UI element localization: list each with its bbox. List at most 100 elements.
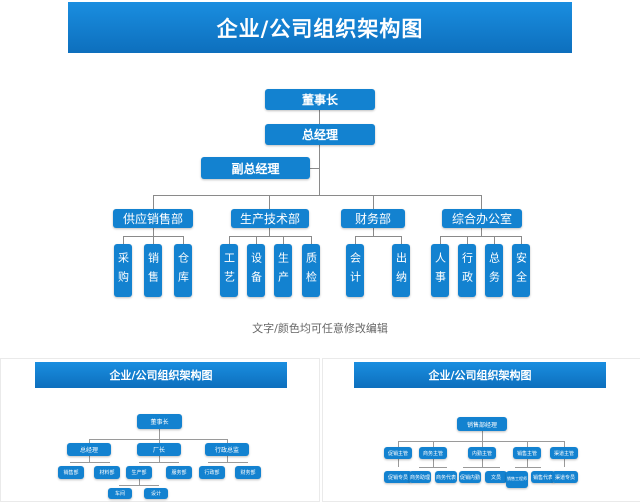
thumb-right-supervisor: 渠道主管 [550,447,578,459]
connector [398,441,564,442]
connector [159,456,160,462]
unit-label: 行政 [460,251,474,290]
connector [208,462,248,463]
chairman-label: 董事长 [301,93,338,107]
unit-label: 总务 [487,251,501,290]
node-label: 渠道主管 [553,450,574,457]
thumbnail-left[interactable]: 企业/公司组织架构图 董事长 总经理 厂长 行政总监 销售部 材料部 生产部 服… [0,358,320,502]
connector [515,467,541,468]
thumb-right-title: 企业/公司组织架构图 [428,369,532,382]
connector [139,479,140,485]
unit-box: 行政 [458,244,476,297]
connector [89,439,227,440]
node-label: 董事长 [150,419,169,426]
unit-box: 会计 [346,244,364,297]
connector [89,439,90,443]
main-title-banner: 企业/公司组织架构图 [68,2,572,53]
node-label: 车间 [114,491,125,497]
connector [440,236,441,244]
connector [227,456,228,462]
thumb-left-leaf: 车间 [108,488,132,499]
node-label: 商务主管 [422,450,443,457]
department-label: 生产技术部 [239,212,300,226]
thumb-right-banner: 企业/公司组织架构图 [354,362,606,388]
connector [153,195,482,196]
unit-box: 人事 [431,244,449,297]
thumb-left-branch: 总经理 [67,443,111,456]
thumb-left-leaf: 设计 [144,488,168,499]
thumb-left-leaf: 生产部 [126,466,152,479]
connector [482,459,483,467]
connector [564,459,565,467]
unit-box: 设备 [247,244,265,297]
node-label: 商务代表 [435,474,456,481]
connector [527,459,528,467]
node-label: 销售代表 [532,474,553,481]
connector [269,195,270,209]
node-label: 商务助理 [409,474,430,481]
main-slide: 企业/公司组织架构图 董事长 总经理 副总经理 供应销售部 生产技术部 [68,2,572,335]
connector [373,228,374,236]
connector [159,429,160,439]
connector [229,236,230,244]
node-label: 内勤主管 [471,450,492,457]
connector [419,467,447,468]
department-label: 财务部 [354,212,391,226]
connector [159,439,160,443]
unit-box: 安全 [512,244,530,297]
thumb-right-supervisor: 促销主管 [384,447,412,459]
thumbnail-right[interactable]: 企业/公司组织架构图 销售部经理 促销主管 商务主管 内勤主管 销售主管 渠道主… [322,358,640,502]
connector [319,110,320,124]
department-box: 供应销售部 [113,209,193,228]
general-manager-box: 总经理 [265,124,375,145]
unit-box: 销售 [144,244,162,297]
node-label: 设计 [150,491,161,497]
thumb-right-root: 销售部经理 [457,417,507,431]
node-label: 财务部 [240,470,256,476]
connector [433,441,434,447]
connector [119,485,159,486]
connector [433,459,434,467]
thumb-left-leaf: 销售部 [58,466,84,479]
unit-label: 出纳 [394,251,408,290]
connector [482,441,483,447]
chairman-box: 董事长 [265,89,375,110]
node-label: 促销内勤 [459,474,480,481]
thumb-right-staff: 文员 [485,471,507,483]
unit-box: 采购 [114,244,132,297]
node-label: 材料部 [99,470,115,476]
node-label: 生产部 [131,470,147,476]
unit-label: 生产 [276,251,290,290]
unit-box: 质检 [302,244,320,297]
connector [319,145,320,195]
thumb-right-staff: 商务助理 [409,471,431,483]
deputy-gm-box: 副总经理 [201,157,310,179]
connector [183,236,184,244]
thumb-right-staff: 销售代表 [531,471,555,483]
node-label: 销售主管 [516,450,537,457]
connector [256,236,257,244]
connector [311,236,312,244]
unit-label: 设备 [249,251,263,290]
unit-label: 质检 [304,251,318,290]
node-label: 行政总监 [214,447,239,454]
main-title: 企业/公司组织架构图 [216,16,424,41]
connector [153,228,154,236]
connector [227,439,228,443]
connector [398,459,399,467]
unit-box: 仓库 [174,244,192,297]
thumb-left-leaf: 财务部 [235,466,261,479]
thumb-right-supervisor: 商务主管 [419,447,447,459]
connector [153,236,154,244]
connector [139,462,179,463]
node-label: 文员 [490,474,501,481]
thumb-right-staff: 销售工程师 [506,471,528,488]
connector [283,236,284,244]
thumb-left-banner: 企业/公司组织架构图 [35,362,287,388]
connector [401,236,402,244]
department-box: 生产技术部 [231,209,309,228]
thumb-left-branch: 厂长 [137,443,181,456]
general-manager-label: 总经理 [301,128,338,142]
thumb-left-title: 企业/公司组织架构图 [109,369,213,382]
deputy-gm-label: 副总经理 [231,161,280,176]
